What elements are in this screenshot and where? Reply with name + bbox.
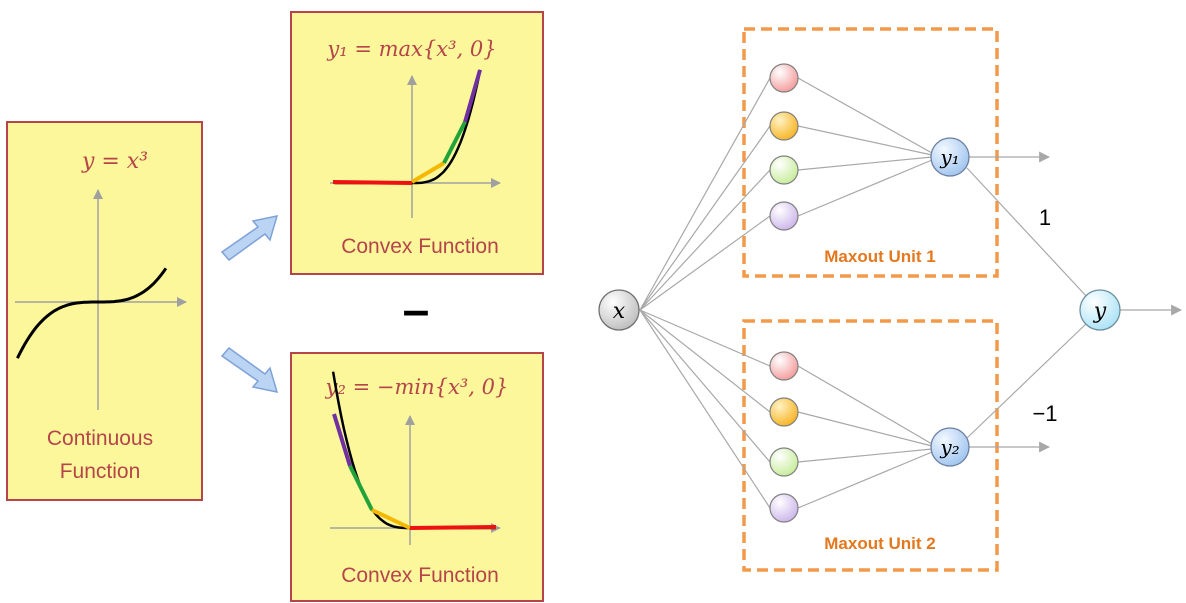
output-node-circle xyxy=(1079,289,1121,331)
edge-h7-y2 xyxy=(797,448,933,463)
node-unit1-purple xyxy=(769,201,799,231)
edge-x-h7 xyxy=(639,309,771,463)
hidden-nodes xyxy=(769,63,799,523)
edge-x-h8 xyxy=(639,309,771,509)
edge-y2-y xyxy=(966,321,1089,439)
input-node: x xyxy=(598,289,640,331)
edge-x-h4 xyxy=(639,215,771,311)
input-node-circle xyxy=(598,289,640,331)
edge-h1-y1 xyxy=(797,77,933,154)
output-node: y xyxy=(1079,289,1121,331)
network-edges xyxy=(639,77,1183,509)
node-unit1-orange xyxy=(769,111,799,141)
edge-h4-y1 xyxy=(797,159,933,217)
edge-x-h3 xyxy=(639,169,771,311)
node-unit1-red xyxy=(769,63,799,93)
convex-top-box xyxy=(290,11,544,275)
continuous-caption-line1: Continuous xyxy=(47,427,153,450)
convex-bottom-segment-orange xyxy=(371,508,411,530)
convex-top-panel: y₁ = max{x³, 0} Convex Function xyxy=(290,11,544,275)
edge-h2-y1 xyxy=(797,125,933,156)
edge-x-h5 xyxy=(639,309,771,367)
edge-h5-y2 xyxy=(797,365,933,445)
convex-top-formula: y₁ = max{x³, 0} xyxy=(326,37,496,61)
continuous-formula: y = x³ xyxy=(81,149,148,174)
node-unit2-red xyxy=(769,351,799,381)
continuous-caption-line2: Function xyxy=(60,460,141,483)
hidden-max-node-1: y₁ xyxy=(930,137,970,177)
edge-y1-y xyxy=(966,167,1089,299)
edge-h8-y2 xyxy=(797,451,933,509)
hidden-max-node-2: y₂ xyxy=(930,427,970,467)
convex-bottom-segment-purple xyxy=(332,413,352,467)
y1-node-label: y₁ xyxy=(939,145,959,169)
edge-x-h6 xyxy=(639,309,771,413)
minus-sign: – xyxy=(403,284,430,337)
y2-node-label: y₂ xyxy=(939,435,959,459)
block-arrow-down-icon xyxy=(220,346,279,393)
block-arrow-up-icon xyxy=(220,215,279,262)
y1-node-circle xyxy=(930,137,970,177)
continuous-function-panel: y = x³ Continuous Function xyxy=(6,121,203,501)
maxout-unit-1-box xyxy=(742,27,999,278)
output-node-label: y xyxy=(1093,299,1107,324)
convex-bottom-formula: y₂ = −min{x³, 0} xyxy=(325,375,509,399)
convex-top-segment-purple xyxy=(463,69,482,123)
convex-bottom-segment-green xyxy=(348,465,374,511)
edge-h6-y2 xyxy=(797,411,933,447)
edge-x-h1 xyxy=(639,77,771,311)
y2-node-circle xyxy=(930,427,970,467)
node-unit2-orange xyxy=(769,397,799,427)
input-node-label: x xyxy=(613,299,626,324)
convex-bottom-segment-red xyxy=(409,525,497,530)
convex-top-segment-green xyxy=(442,121,467,164)
edge-h3-y1 xyxy=(797,156,933,171)
maxout-unit-2-label: Maxout Unit 2 xyxy=(824,534,935,553)
edge-x-h2 xyxy=(639,125,771,311)
convex-top-caption: Convex Function xyxy=(341,235,499,258)
maxout-unit-2-box xyxy=(742,319,999,572)
maxout-unit-1-label: Maxout Unit 1 xyxy=(824,247,935,266)
weight-top-label: 1 xyxy=(1039,205,1051,230)
convex-bottom-panel: y₂ = −min{x³, 0} Convex Function xyxy=(290,352,544,602)
convex-bottom-caption: Convex Function xyxy=(341,564,499,587)
node-unit2-green xyxy=(769,447,799,477)
convex-top-segment-red xyxy=(332,180,413,185)
continuous-panel-box xyxy=(6,121,203,501)
convex-top-segment-orange xyxy=(410,161,446,184)
node-unit2-purple xyxy=(769,493,799,523)
node-unit1-green xyxy=(769,155,799,185)
convex-bottom-box xyxy=(290,352,544,602)
weight-bottom-label: −1 xyxy=(1032,401,1057,426)
cubic-curve xyxy=(16,267,168,359)
